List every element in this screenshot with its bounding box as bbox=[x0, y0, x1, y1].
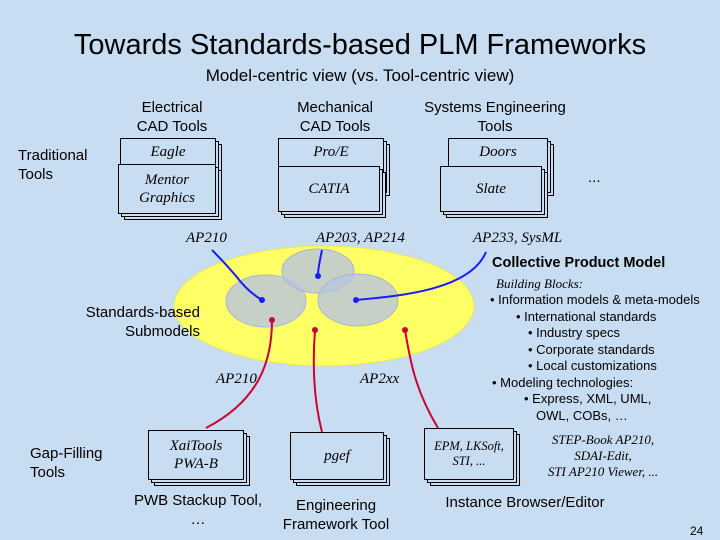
bb-item-info-models: • Information models & meta-models bbox=[490, 292, 700, 307]
epm-card[interactable]: EPM, LKSoft, STI, ... bbox=[424, 428, 514, 480]
stepbook-tools-label: STEP-Book AP210, SDAI-Edit, STI AP210 Vi… bbox=[547, 432, 659, 479]
slate-label: Slate bbox=[476, 181, 506, 197]
ap203-connector-end bbox=[315, 273, 321, 279]
bb-item-local: • Local customizations bbox=[528, 358, 657, 373]
systems-engineering-header: Systems Engineering Tools bbox=[424, 99, 566, 135]
pwb-stackup-label: PWB Stackup Tool, … bbox=[133, 492, 263, 528]
ap210-connector-end bbox=[259, 297, 265, 303]
epm-connector-end bbox=[402, 327, 408, 333]
xaitools-label: XaiTools PWA-B bbox=[169, 438, 223, 472]
bb-item-owl: OWL, COBs, … bbox=[536, 408, 628, 423]
catia-label: CATIA bbox=[308, 181, 350, 197]
pgef-connector-end bbox=[312, 327, 318, 333]
bb-item-corporate: • Corporate standards bbox=[528, 342, 655, 357]
bb-item-express: • Express, XML, UML, bbox=[524, 391, 652, 406]
ap233-sysml-label: AP233, SysML bbox=[473, 230, 563, 246]
bb-item-modeling-tech: • Modeling technologies: bbox=[492, 375, 634, 390]
bb-item-intl-standards: • International standards bbox=[516, 309, 657, 324]
eagle-label: Eagle bbox=[150, 144, 186, 160]
pgef-connector bbox=[312, 329, 323, 433]
ap203-ap214-label: AP203, AP214 bbox=[316, 230, 405, 246]
engineering-framework-label: Engineering Framework Tool bbox=[282, 497, 390, 533]
slide-title: Towards Standards-based PLM Frameworks bbox=[73, 29, 647, 61]
traditional-tools-label: Traditional Tools bbox=[18, 147, 88, 183]
collective-product-model-title: Collective Product Model bbox=[492, 255, 666, 271]
gap-filling-label: Gap-Filling Tools bbox=[30, 445, 103, 481]
building-blocks-heading: Building Blocks: bbox=[496, 276, 584, 291]
catia-card[interactable]: CATIA bbox=[278, 166, 380, 212]
ap210-submodel-label: AP210 bbox=[216, 371, 257, 387]
mentor-graphics-label: Mentor Graphics bbox=[139, 172, 195, 206]
mentor-graphics-card[interactable]: Mentor Graphics bbox=[118, 164, 216, 214]
xaitools-connector bbox=[205, 319, 273, 429]
doors-label: Doors bbox=[479, 144, 517, 160]
instance-browser-label: Instance Browser/Editor bbox=[445, 494, 605, 511]
ap233-connector bbox=[355, 251, 487, 301]
electrical-cad-header: Electrical CAD Tools bbox=[136, 99, 208, 135]
pgef-label: pgef bbox=[324, 448, 350, 464]
xaitools-card[interactable]: XaiTools PWA-B bbox=[148, 430, 244, 480]
epm-connector bbox=[404, 329, 439, 429]
standards-submodels-label: Standards-based Submodels bbox=[85, 304, 200, 340]
ap210-connector bbox=[211, 249, 263, 301]
epm-label: EPM, LKSoft, STI, ... bbox=[434, 439, 504, 468]
pgef-card[interactable]: pgef bbox=[290, 432, 384, 480]
xaitools-connector-end bbox=[269, 317, 275, 323]
ap210-top-label: AP210 bbox=[186, 230, 227, 246]
ap233-connector-end bbox=[353, 297, 359, 303]
mechanical-cad-header: Mechanical CAD Tools bbox=[297, 99, 373, 135]
more-tools-ellipsis: ... bbox=[588, 169, 601, 186]
page-number: 24 bbox=[690, 524, 704, 538]
ap2xx-submodel-label: AP2xx bbox=[360, 371, 400, 387]
proe-label: Pro/E bbox=[313, 144, 349, 160]
slide-subtitle: Model-centric view (vs. Tool-centric vie… bbox=[205, 66, 515, 85]
bb-item-industry-specs: • Industry specs bbox=[528, 325, 620, 340]
slate-card[interactable]: Slate bbox=[440, 166, 542, 212]
